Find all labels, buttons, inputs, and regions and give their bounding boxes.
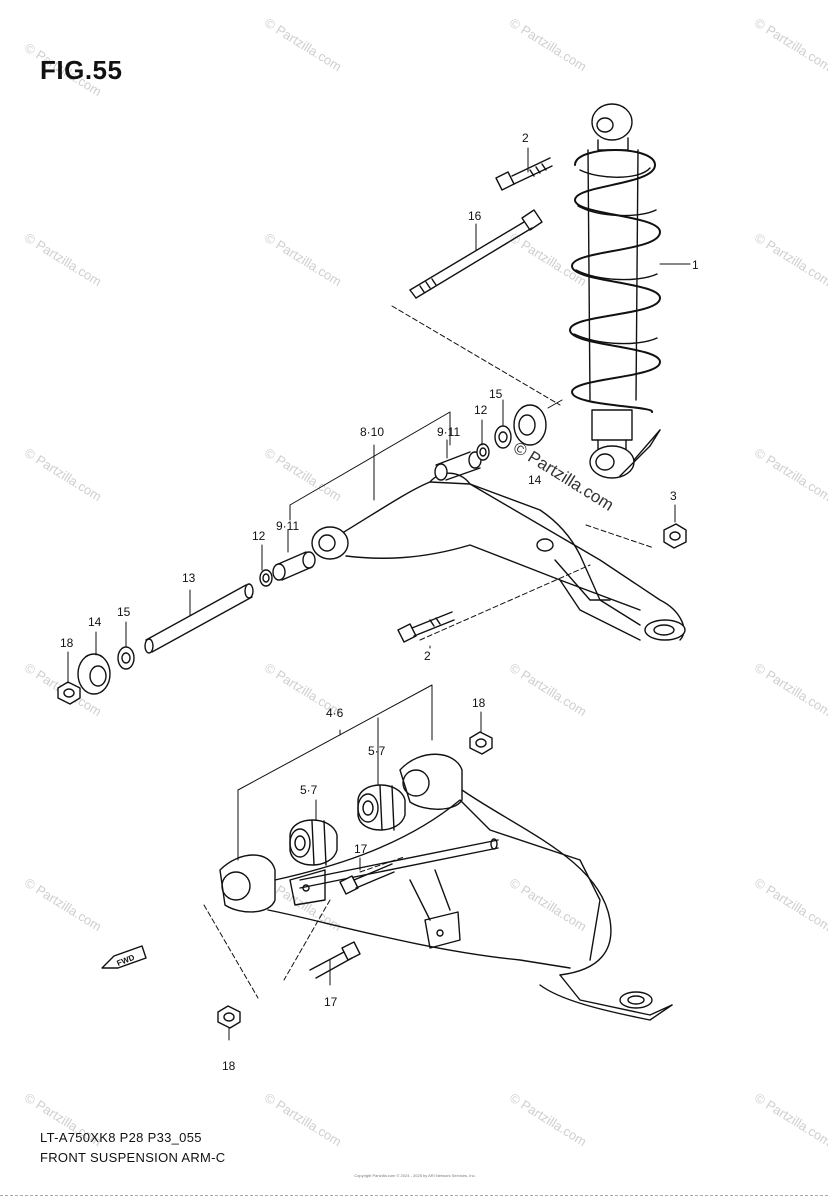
callout-15-lower: 15 <box>117 605 131 619</box>
bolt-17-lower <box>309 941 361 979</box>
lower-arm <box>219 753 673 1021</box>
shaft-13 <box>144 583 254 654</box>
bush-5-7-left <box>289 819 338 866</box>
bushing-9-11-lower <box>272 551 316 581</box>
copyright-notice: Copyright Partzilla.com © 2024 - 2025 by… <box>354 1173 476 1178</box>
callout-3: 3 <box>670 489 677 503</box>
callout-18-left: 18 <box>60 636 74 650</box>
bolt-17-upper <box>339 863 395 895</box>
callout-9-11-upper: 9·11 <box>437 425 460 439</box>
callout-12-upper: 12 <box>474 403 488 417</box>
callout-12-lower: 12 <box>252 529 266 543</box>
bushing-9-11-upper <box>434 451 482 481</box>
callout-4-6: 4·6 <box>326 706 344 720</box>
washer-15-upper <box>494 425 512 449</box>
callout-8-10: 8·10 <box>360 425 384 439</box>
callout-2-upper: 2 <box>522 131 529 145</box>
nut-18-left <box>57 681 81 705</box>
bolt-2-upper <box>495 157 553 191</box>
washer-12-upper <box>476 443 490 461</box>
page-edge-divider <box>0 1195 828 1196</box>
bush-14-lower <box>77 653 111 695</box>
callout-1: 1 <box>692 258 699 272</box>
callout-18-right: 18 <box>472 696 486 710</box>
bolt-2-lower <box>397 611 455 643</box>
nut-18-bottom <box>217 1005 241 1029</box>
washer-12-lower <box>259 569 273 587</box>
figure-code: LT-A750XK8 P28 P33_055 <box>40 1130 202 1145</box>
callout-15-upper: 15 <box>489 387 503 401</box>
leader-lines <box>67 147 691 1041</box>
callout-2-lower: 2 <box>424 649 431 663</box>
bolt-16 <box>409 209 543 299</box>
callout-9-11-lower: 9·11 <box>276 519 299 533</box>
shock-absorber <box>569 103 661 479</box>
callout-5-7-left: 5·7 <box>300 783 318 797</box>
upper-arm <box>311 472 686 641</box>
figure-title: FIG.55 <box>40 55 123 85</box>
figure-name: FRONT SUSPENSION ARM-C <box>40 1150 226 1165</box>
callout-17-lower: 17 <box>324 995 338 1009</box>
nut-3 <box>663 523 687 549</box>
callout-18-bottom: 18 <box>222 1059 236 1073</box>
nut-18-right <box>469 731 493 755</box>
callout-14-upper: 14 <box>528 473 542 487</box>
bush-14-upper <box>513 404 547 446</box>
callout-17-upper: 17 <box>354 842 368 856</box>
callout-16: 16 <box>468 209 482 223</box>
callout-5-7-right: 5·7 <box>368 744 386 758</box>
washer-15-lower <box>117 646 135 670</box>
fwd-arrow-icon <box>101 945 147 969</box>
callout-14-lower: 14 <box>88 615 102 629</box>
bush-5-7-right <box>357 784 406 831</box>
callout-13: 13 <box>182 571 196 585</box>
